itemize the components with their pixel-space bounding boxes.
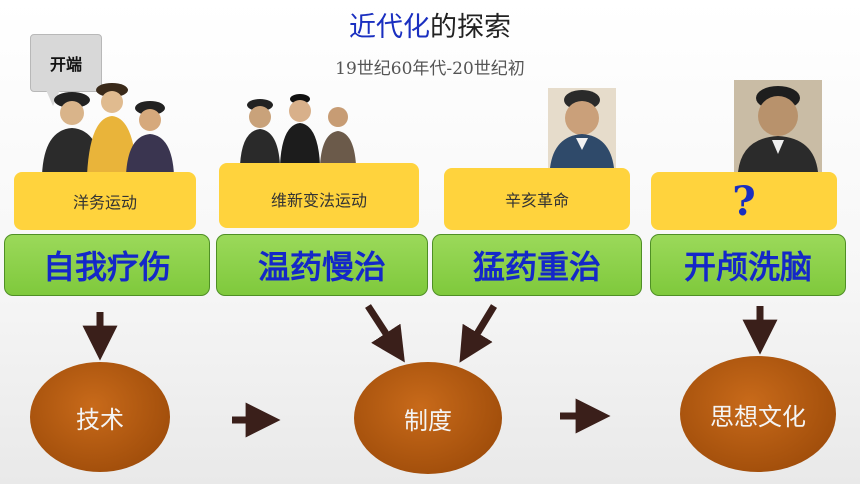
start-callout: 开端 <box>30 34 102 92</box>
motto-box-2: 温药慢治 <box>216 234 428 296</box>
movement-box-westernization: 洋务运动 <box>14 172 196 230</box>
westernization-officials-portrait <box>42 83 174 175</box>
page-title: 近代化的探索 <box>0 8 860 48</box>
outcome-system: 制度 <box>354 362 502 474</box>
reformists-portrait <box>240 94 356 165</box>
movement-label: 洋务运动 <box>72 193 137 212</box>
outcome-label: 思想文化 <box>710 402 806 431</box>
new-culture-leader-portrait <box>734 80 822 172</box>
movement-box-revolution: 辛亥革命 <box>444 168 630 230</box>
outcome-technology: 技术 <box>30 362 170 472</box>
movement-box-reform: 维新变法运动 <box>219 163 419 228</box>
movement-box-new-culture: ? <box>651 172 837 230</box>
motto-box-1: 自我疗伤 <box>4 234 210 296</box>
page-subtitle: 19世纪60年代-20世纪初 <box>335 59 525 79</box>
motto-label: 开颅洗脑 <box>683 248 812 286</box>
outcome-label: 制度 <box>404 406 452 435</box>
motto-label: 温药慢治 <box>257 248 386 286</box>
movement-label: 维新变法运动 <box>270 191 367 210</box>
title-highlight: 近代化 <box>349 12 430 43</box>
outcome-label: 技术 <box>76 405 124 434</box>
arrow-reform-to-system <box>365 304 405 363</box>
motto-label: 自我疗伤 <box>42 248 171 286</box>
revolutionary-leader-portrait <box>548 88 616 168</box>
motto-label: 猛药重治 <box>472 248 601 286</box>
question-mark: ? <box>732 177 756 225</box>
outcome-culture: 思想文化 <box>680 356 836 472</box>
motto-box-3: 猛药重治 <box>432 234 642 296</box>
arrow-revolution-to-system <box>459 304 497 363</box>
movement-label: 辛亥革命 <box>504 191 569 210</box>
motto-box-4: 开颅洗脑 <box>650 234 846 296</box>
title-rest: 的探索 <box>430 12 511 43</box>
